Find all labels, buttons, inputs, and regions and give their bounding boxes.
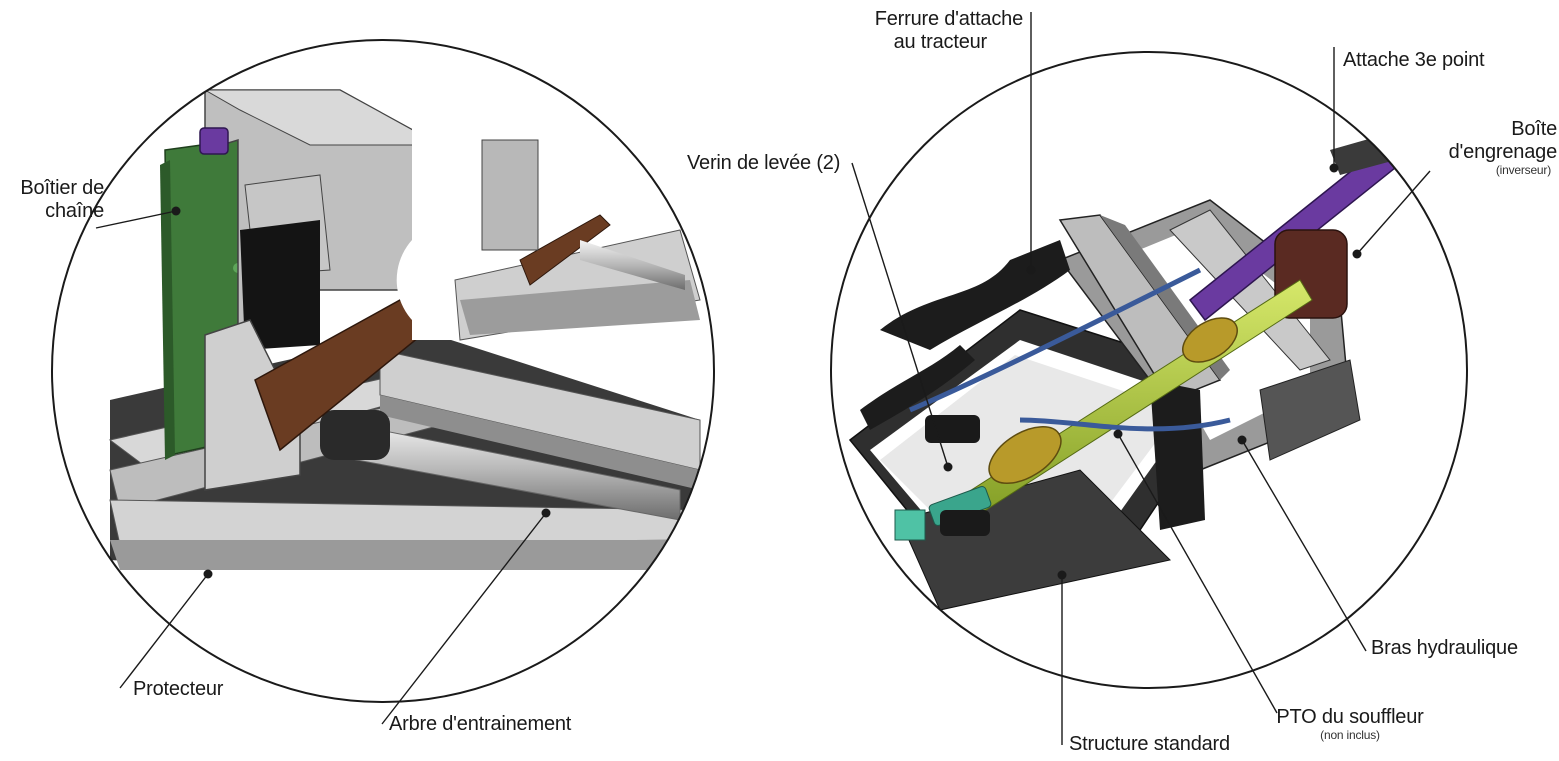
left-detail-view [51,39,715,703]
label-chain-housing-line2: chaîne [45,200,104,222]
label-gearbox-line1: Boîte [1511,118,1557,140]
label-gearbox: Boîte d'engrenage (inverseur) [1400,118,1558,177]
right-callout-dots [943,163,1362,580]
left-callout-dots [171,206,551,579]
left-callouts [95,210,547,725]
label-third-point: Attache 3e point [1343,49,1485,71]
label-hydraulic-arm: Bras hydraulique [1371,637,1518,659]
label-tractor-hitch: Ferrure d'attache au tracteur [840,8,1023,54]
label-gearbox-line2: d'engrenage [1448,141,1558,163]
label-tractor-hitch-line2: au tracteur [893,31,988,53]
right-view-outline [830,51,1468,689]
label-lift-cylinder: Verin de levée (2) [687,152,841,174]
label-tractor-hitch-line1: Ferrure d'attache [874,8,1023,30]
right-detail-view [830,51,1468,689]
label-blower-pto-line1: PTO du souffleur [1276,706,1424,728]
label-gearbox-note: (inverseur) [1495,163,1551,177]
label-protector: Protecteur [133,678,224,700]
label-chain-housing-line1: Boîtier de [20,177,104,199]
label-standard-frame: Structure standard [1069,733,1230,755]
label-drive-shaft: Arbre d'entrainement [389,713,572,735]
label-blower-pto: PTO du souffleur (non inclus) [1270,706,1430,742]
left-view-outline [51,39,715,703]
label-blower-pto-note: (non inclus) [1320,728,1380,742]
right-callouts [851,12,1431,745]
label-chain-housing: Boîtier de chaîne [0,177,104,223]
